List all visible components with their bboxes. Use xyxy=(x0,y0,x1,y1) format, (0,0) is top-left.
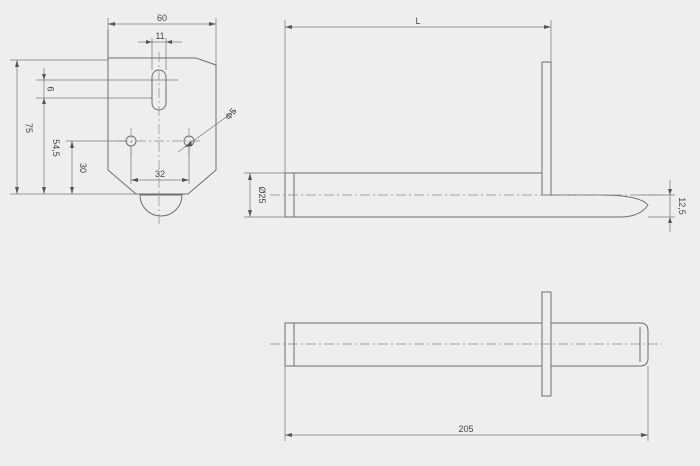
top-rod-end-cap xyxy=(284,322,295,367)
dim-hole-height: 54,5 xyxy=(42,110,61,194)
dim-hole-diameter-label: Φ5 xyxy=(223,106,238,122)
dim-length: L xyxy=(284,16,552,173)
dim-hole-diameter: Φ5 xyxy=(177,106,238,153)
dim-length-label: L xyxy=(415,16,420,26)
dim-rod-diameter-label: Ø25 xyxy=(257,186,267,203)
top-view xyxy=(270,291,662,397)
dim-tip-offset: 12,5 xyxy=(640,180,687,232)
dim-hole-spacing: 32 xyxy=(130,146,190,184)
dim-bottom-offset: 30 xyxy=(66,140,126,194)
top-rod-tip xyxy=(551,322,649,367)
dim-bottom-offset-label: 30 xyxy=(78,163,88,173)
dim-tip-offset-label: 12,5 xyxy=(677,197,687,215)
rod-end-semicircle xyxy=(139,194,183,217)
dim-plate-height: 75 xyxy=(10,59,140,195)
dim-slot-width: 11 xyxy=(138,31,182,70)
mounting-plate-outline xyxy=(107,30,217,195)
mounting-plate-side xyxy=(541,61,552,196)
dim-overall-length-label: 205 xyxy=(458,424,473,434)
side-view xyxy=(270,61,665,218)
dim-rod-diameter: Ø25 xyxy=(244,172,285,218)
dim-plate-height-label: 75 xyxy=(24,123,34,133)
dim-slot-width-label: 11 xyxy=(155,31,164,41)
dim-slot-offset: 9 xyxy=(36,68,178,110)
dim-overall-length: 205 xyxy=(284,366,649,441)
rod-body xyxy=(294,172,649,218)
dim-slot-offset-label: 9 xyxy=(46,86,56,91)
dim-hole-spacing-label: 32 xyxy=(155,169,165,179)
dim-plate-width: 60 xyxy=(107,13,217,65)
dim-hole-height-label: 54,5 xyxy=(51,139,61,157)
dim-plate-width-label: 60 xyxy=(157,13,167,23)
front-view xyxy=(107,30,217,225)
